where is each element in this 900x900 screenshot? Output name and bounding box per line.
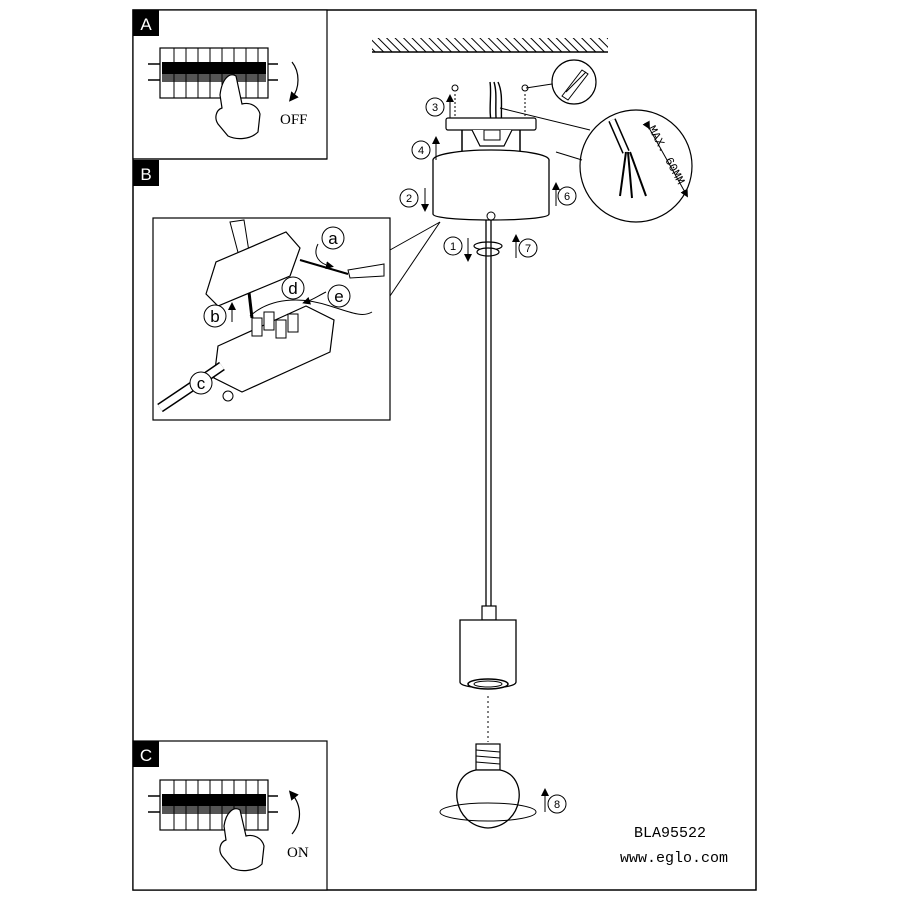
panel-b: B xyxy=(133,158,327,186)
hand-icon xyxy=(219,808,265,872)
bulb-icon xyxy=(439,743,537,829)
step-3: 3 xyxy=(425,94,454,118)
website-text: www.eglo.com xyxy=(620,850,728,867)
panel-c: C ON xyxy=(132,740,328,891)
panel-a-label-box xyxy=(133,10,159,36)
svg-text:2: 2 xyxy=(406,193,412,205)
step-1: 1 xyxy=(443,236,472,262)
drill-hole-left xyxy=(451,84,459,92)
sub-step-d: d xyxy=(281,276,305,300)
svg-text:c: c xyxy=(197,374,206,393)
wall-plug-icon xyxy=(525,59,597,105)
sub-step-a: a xyxy=(315,226,345,270)
breaker-panel-icon xyxy=(148,47,278,99)
svg-text:4: 4 xyxy=(418,145,424,157)
panel-a-state: OFF xyxy=(280,112,308,128)
panel-b-label-box xyxy=(133,160,159,186)
sub-step-b: b xyxy=(203,302,236,328)
sub-step-e: e xyxy=(302,284,351,308)
step-7: 7 xyxy=(512,234,538,258)
off-direction-arrow-icon xyxy=(289,61,299,102)
svg-text:3: 3 xyxy=(432,102,438,114)
svg-text:7: 7 xyxy=(525,243,531,255)
sub-step-c: c xyxy=(189,371,213,395)
svg-text:1: 1 xyxy=(450,241,456,253)
panel-c-state: ON xyxy=(287,845,309,861)
lamp-holder xyxy=(459,605,517,690)
panel-a: A OFF xyxy=(132,9,328,160)
svg-text:8: 8 xyxy=(554,799,560,811)
panel-c-letter: C xyxy=(140,746,152,765)
model-number: BLA95522 xyxy=(634,825,706,842)
terminal-detail: a b c d e xyxy=(152,217,441,421)
step-8: 8 xyxy=(541,788,567,814)
svg-text:a: a xyxy=(328,229,338,248)
panel-b-letter: B xyxy=(140,165,151,184)
cable-strip-detail: MAX. 60MM xyxy=(499,107,693,223)
panel-c-label-box xyxy=(133,741,159,767)
cable-grip xyxy=(473,241,503,257)
step-6: 6 xyxy=(552,182,577,206)
outer-frame xyxy=(132,9,757,891)
svg-text:b: b xyxy=(210,307,219,326)
hand-icon xyxy=(215,74,261,140)
step-2: 2 xyxy=(399,188,429,212)
canopy xyxy=(432,149,550,221)
ceiling-icon xyxy=(372,38,608,53)
breaker-panel-icon xyxy=(148,779,278,831)
step-4: 4 xyxy=(411,136,440,160)
svg-text:d: d xyxy=(288,279,297,298)
on-direction-arrow-icon xyxy=(288,790,301,835)
mounting-bracket xyxy=(445,117,537,158)
svg-text:e: e xyxy=(334,287,343,306)
svg-text:6: 6 xyxy=(564,191,570,203)
panel-a-letter: A xyxy=(140,15,152,34)
